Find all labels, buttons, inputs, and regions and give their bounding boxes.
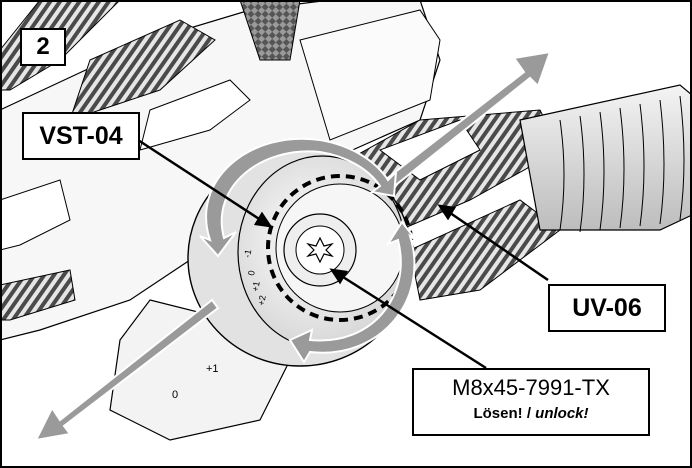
instruction-separator: / bbox=[522, 405, 536, 422]
label-uv-06: UV-06 bbox=[548, 284, 666, 332]
lower-mark-plus1: +1 bbox=[206, 363, 219, 375]
scale-mark-zero: 0 bbox=[246, 270, 257, 277]
step-number: 2 bbox=[20, 28, 66, 66]
torx-icon bbox=[283, 213, 357, 287]
label-screw: M8x45-7991-TX Lösen! / unlock! bbox=[412, 368, 650, 436]
rotation-arrow-icon bbox=[199, 137, 417, 364]
instruction-de: Lösen! bbox=[473, 405, 523, 422]
lower-mark-zero: 0 bbox=[172, 389, 178, 401]
screw-spec: M8x45-7991-TX bbox=[452, 375, 610, 400]
screw-instruction: Lösen! / unlock! bbox=[414, 404, 648, 424]
leader-lines bbox=[137, 138, 549, 370]
straight-arrow-icon bbox=[34, 50, 552, 442]
label-vst-04: VST-04 bbox=[22, 112, 140, 160]
scale-mark-plus1: +1 bbox=[250, 281, 262, 293]
scale-mark-plus2: +2 bbox=[256, 295, 268, 307]
adjuster-vst-04: -1 0 +1 +2 bbox=[187, 149, 414, 367]
instruction-en: unlock! bbox=[535, 405, 589, 422]
bracket-plate bbox=[0, 0, 441, 341]
scale-mark-minus1: -1 bbox=[242, 249, 253, 259]
